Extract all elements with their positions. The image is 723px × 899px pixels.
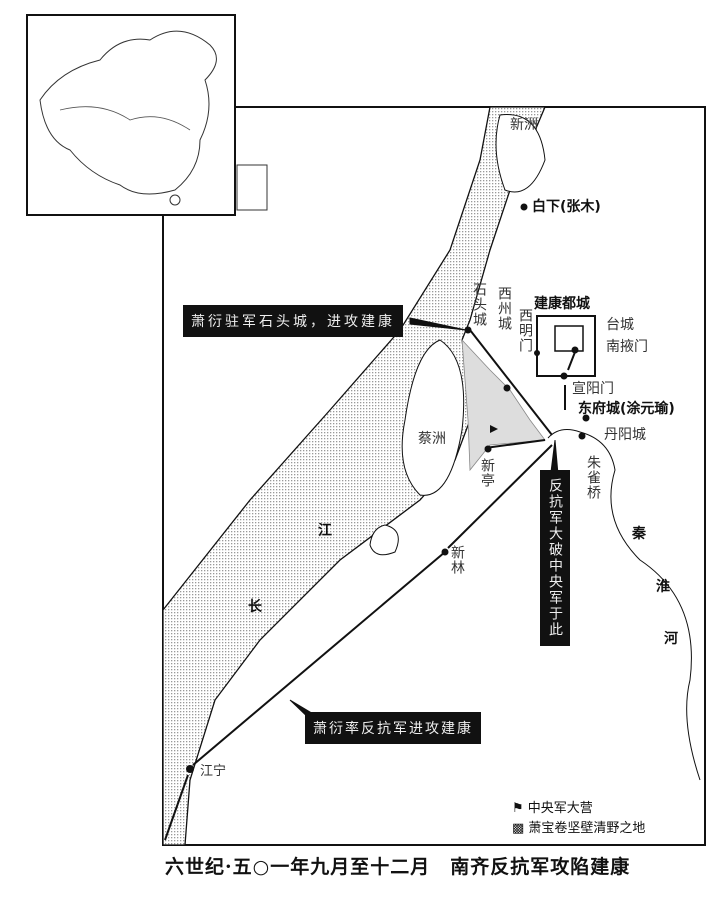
label-qin: 秦 bbox=[632, 526, 646, 542]
label-xinlin: 新林 bbox=[449, 545, 465, 575]
attack-routes bbox=[164, 329, 576, 841]
island-xinzhou bbox=[495, 114, 546, 193]
label-huai: 淮 bbox=[656, 579, 670, 595]
legend-camp: ⚑ 中央军大营 bbox=[512, 801, 593, 816]
label-jiankang: 建康都城 bbox=[534, 296, 590, 312]
callout-shitou: 萧衍驻军石头城，进攻建康 bbox=[183, 305, 403, 337]
legend-scorched: ▩ 萧宝卷坚壁清野之地 bbox=[512, 821, 646, 836]
dotted-square-icon: ▩ bbox=[512, 821, 529, 836]
qinhuai-river bbox=[547, 429, 701, 781]
map-title: 六世纪·五○一年九月至十二月 南齐反抗军攻陷建康 bbox=[165, 856, 631, 878]
callout-advance: 萧衍率反抗军进攻建康 bbox=[305, 712, 481, 744]
label-baixia: 白下(张木) bbox=[532, 199, 601, 215]
callout-defeat: 反抗军大破中央军于此 bbox=[540, 470, 570, 646]
label-jiangning: 江宁 bbox=[200, 764, 227, 779]
island-caizhou bbox=[401, 339, 465, 496]
label-xinzhou: 新洲 bbox=[510, 117, 538, 133]
label-jiang: 江 bbox=[318, 523, 332, 539]
label-taicheng: 台城 bbox=[606, 317, 634, 333]
label-caizhou: 蔡洲 bbox=[418, 431, 446, 447]
label-xuanyangmen: 宣阳门 bbox=[572, 381, 614, 397]
flag-icon: ⚑ bbox=[512, 801, 528, 816]
city-markers bbox=[186, 203, 590, 773]
label-xinting: 新亭 bbox=[479, 458, 495, 488]
label-shitoucheng: 石头城 bbox=[471, 282, 487, 327]
taicheng-wall bbox=[554, 325, 584, 352]
label-xizhoucheng: 西州城 bbox=[496, 286, 512, 331]
label-chang: 长 bbox=[248, 599, 262, 615]
island-small bbox=[369, 524, 399, 556]
label-danyangcheng: 丹阳城 bbox=[604, 427, 646, 443]
label-zhuqueqiao: 朱雀桥 bbox=[585, 455, 601, 500]
label-ximingmen: 西明门 bbox=[517, 308, 533, 353]
inset-map bbox=[26, 14, 268, 216]
label-nanyemen: 南掖门 bbox=[606, 339, 648, 355]
label-dongfucheng: 东府城(涂元瑜) bbox=[578, 401, 675, 417]
label-he: 河 bbox=[664, 631, 678, 647]
